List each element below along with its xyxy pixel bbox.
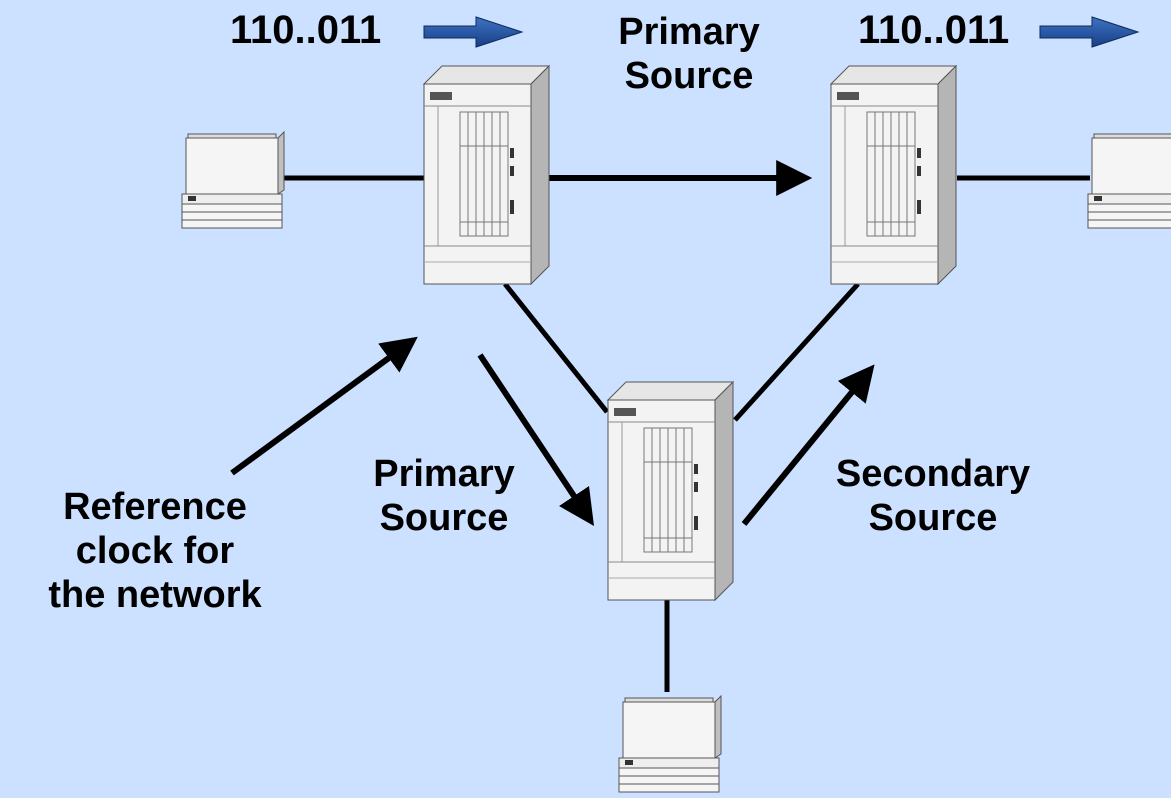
- arrow-reference-clock: [230, 336, 418, 476]
- clock-arrows: [230, 160, 875, 526]
- primary-source-label-top: Primary Source: [604, 10, 774, 98]
- secondary-source-line1: Secondary: [835, 453, 1031, 495]
- arrow-secondary-from-sw3: [741, 364, 875, 526]
- secondary-source-line2: Source: [868, 497, 998, 539]
- right-terminal: [1087, 131, 1171, 229]
- primary-source-top-line1: Primary: [618, 11, 760, 53]
- bit-arrows: [423, 16, 1140, 48]
- switch-primary-left: [423, 65, 550, 285]
- bit-arrow-left: [423, 16, 524, 48]
- link-sw1-sw3: [503, 282, 609, 414]
- bit-arrow-right: [1039, 16, 1140, 48]
- arrow-primary-to-sw3: [477, 353, 594, 526]
- primary-source-top-line2: Source: [624, 55, 754, 97]
- reference-clock-label: Reference clock for the network: [10, 485, 300, 617]
- reference-clock-line3: the network: [48, 574, 262, 616]
- bottom-terminal: [618, 695, 722, 793]
- secondary-source-label: Secondary Source: [808, 452, 1058, 540]
- links: [282, 175, 1090, 692]
- link-sw2-sw3: [733, 282, 860, 422]
- reference-clock-line2: clock for: [75, 530, 235, 572]
- primary-source-bottom-line2: Source: [379, 497, 509, 539]
- primary-source-label-bottom: Primary Source: [356, 452, 532, 540]
- primary-source-bottom-line1: Primary: [373, 453, 515, 495]
- bits-label-left: 110..011: [230, 8, 382, 52]
- reference-clock-line1: Reference: [63, 486, 247, 528]
- switch-primary-right: [830, 65, 957, 285]
- switch-bottom: [607, 381, 734, 601]
- left-terminal: [181, 131, 285, 229]
- bits-label-right: 110..011: [858, 8, 1010, 52]
